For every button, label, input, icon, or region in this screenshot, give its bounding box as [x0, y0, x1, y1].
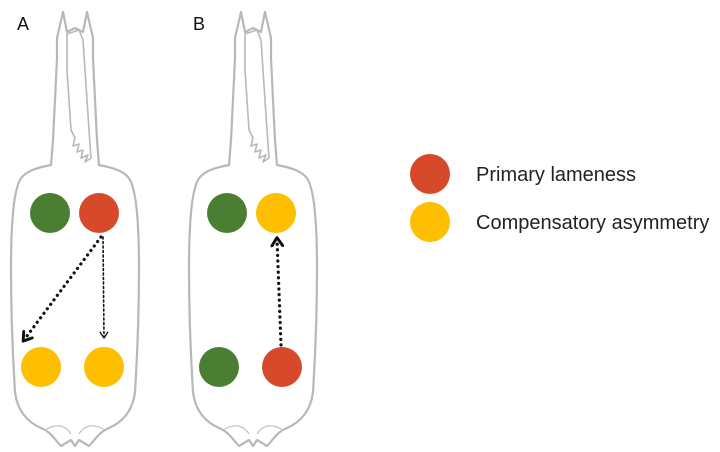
hoof-b-hind-left — [199, 347, 239, 387]
legend-swatch-primary — [410, 154, 450, 194]
legend-item-primary: Primary lameness — [410, 154, 636, 194]
hoof-a-hind-left — [21, 347, 61, 387]
hoof-b-front-left — [207, 193, 247, 233]
legend: Primary lameness Compensatory asymmetry — [410, 154, 709, 242]
hoof-b-front-right — [256, 193, 296, 233]
panel-a: A — [11, 12, 139, 446]
legend-label-primary: Primary lameness — [476, 164, 636, 186]
hoof-a-front-left — [30, 193, 70, 233]
hoof-a-front-right — [79, 193, 119, 233]
panel-b: B — [189, 12, 317, 446]
legend-swatch-compensatory — [410, 202, 450, 242]
legend-label-compensatory: Compensatory asymmetry — [476, 212, 709, 234]
hoof-b-hind-right — [262, 347, 302, 387]
hoof-a-hind-right — [84, 347, 124, 387]
legend-item-compensatory: Compensatory asymmetry — [410, 202, 709, 242]
panel-a-label: A — [17, 14, 29, 34]
panel-b-label: B — [193, 14, 205, 34]
